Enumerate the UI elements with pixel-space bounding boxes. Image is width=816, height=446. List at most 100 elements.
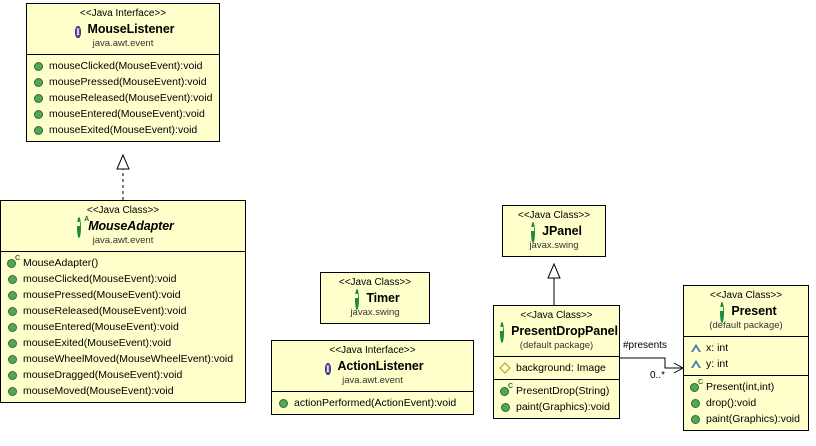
class-box-jpanel[interactable]: <<Java Class>> JPanel javax.swing xyxy=(502,205,606,257)
class-box-presentdroppanel[interactable]: <<Java Class>> PresentDropPanel (default… xyxy=(493,305,620,419)
methods-compartment: C MouseAdapter() mouseClicked(MouseEvent… xyxy=(1,252,245,402)
constructor-superscript: C xyxy=(697,378,703,386)
member-label: mouseReleased(MouseEvent):void xyxy=(49,92,213,104)
member-row[interactable]: mousePressed(MouseEvent):void xyxy=(27,74,219,90)
class-name-label: Present xyxy=(731,304,777,318)
member-label: actionPerformed(ActionEvent):void xyxy=(294,397,457,409)
public-method-icon xyxy=(6,386,19,396)
public-method-icon xyxy=(32,77,45,87)
package-label: java.awt.event xyxy=(342,375,403,386)
interface-icon: I xyxy=(75,25,81,38)
public-method-icon xyxy=(277,398,290,408)
class-header-present: <<Java Class>> Present (default package) xyxy=(684,286,808,337)
public-method-icon xyxy=(6,354,19,364)
member-row[interactable]: mouseEntered(MouseEvent):void xyxy=(27,106,219,122)
constructor-icon: C xyxy=(6,255,20,268)
member-label: PresentDrop(String) xyxy=(516,385,610,397)
member-row[interactable]: paint(Graphics):void xyxy=(494,399,619,415)
member-label: paint(Graphics):void xyxy=(516,401,610,413)
package-label: javax.swing xyxy=(529,240,579,251)
fields-compartment: background: Image xyxy=(494,357,619,379)
member-row[interactable]: C Present(int,int) xyxy=(684,379,808,395)
member-row[interactable]: mouseReleased(MouseEvent):void xyxy=(27,90,219,106)
member-row[interactable]: mouseClicked(MouseEvent):void xyxy=(27,58,219,74)
class-box-present[interactable]: <<Java Class>> Present (default package)… xyxy=(683,285,809,431)
stereotype-label: <<Java Class>> xyxy=(520,310,593,321)
public-method-icon xyxy=(6,290,19,300)
member-row[interactable]: mousePressed(MouseEvent):void xyxy=(1,287,245,303)
member-label: MouseAdapter() xyxy=(23,257,99,269)
stereotype-label: <<Java Class>> xyxy=(338,277,412,288)
member-row[interactable]: C MouseAdapter() xyxy=(1,255,245,271)
member-label: mouseExited(MouseEvent):void xyxy=(49,124,198,136)
class-header-jpanel: <<Java Class>> JPanel javax.swing xyxy=(503,206,605,256)
realization-mouseadapter-mouselistener xyxy=(116,153,130,200)
public-method-icon xyxy=(6,306,19,316)
class-icon xyxy=(526,221,539,243)
abstract-class-icon: A xyxy=(72,216,89,238)
class-box-mouselistener[interactable]: <<Java Interface>> I MouseListener java.… xyxy=(26,3,220,142)
package-label: java.awt.event xyxy=(92,235,154,246)
public-method-icon xyxy=(689,414,702,424)
class-name-label: MouseAdapter xyxy=(88,219,174,233)
member-row[interactable]: drop():void xyxy=(684,395,808,411)
member-row[interactable]: C PresentDrop(String) xyxy=(494,383,619,399)
class-box-mouseadapter[interactable]: <<Java Class>> A MouseAdapter java.awt.e… xyxy=(0,200,246,403)
member-label: mouseEntered(MouseEvent):void xyxy=(23,321,179,333)
class-name-label: Timer xyxy=(366,291,400,305)
member-row[interactable]: mouseReleased(MouseEvent):void xyxy=(1,303,245,319)
class-icon xyxy=(350,288,363,310)
public-method-icon xyxy=(6,322,19,332)
member-label: Present(int,int) xyxy=(706,381,775,393)
generalization-presentdroppanel-jpanel xyxy=(547,262,561,305)
stereotype-label: <<Java Class>> xyxy=(709,290,783,301)
member-label: paint(Graphics):void xyxy=(706,413,800,425)
class-header-actionlistener: <<Java Interface>> I ActionListener java… xyxy=(272,341,473,392)
methods-compartment: mouseClicked(MouseEvent):void mousePress… xyxy=(27,55,219,141)
class-box-timer[interactable]: <<Java Class>> Timer javax.swing xyxy=(320,272,430,324)
package-label: java.awt.event xyxy=(92,38,154,49)
member-row[interactable]: background: Image xyxy=(494,360,619,376)
public-method-icon xyxy=(499,402,512,412)
member-row[interactable]: actionPerformed(ActionEvent):void xyxy=(272,395,473,411)
protected-field-icon xyxy=(499,362,512,374)
member-row[interactable]: mouseDragged(MouseEvent):void xyxy=(1,367,245,383)
methods-compartment: C PresentDrop(String) paint(Graphics):vo… xyxy=(494,379,619,418)
methods-compartment: C Present(int,int) drop():void paint(Gra… xyxy=(684,375,808,430)
member-label: mouseReleased(MouseEvent):void xyxy=(23,305,187,317)
member-row[interactable]: mouseMoved(MouseEvent):void xyxy=(1,383,245,399)
member-label: mousePressed(MouseEvent):void xyxy=(23,289,181,301)
member-row[interactable]: mouseWheelMoved(MouseWheelEvent):void xyxy=(1,351,245,367)
class-header-presentdroppanel: <<Java Class>> PresentDropPanel (default… xyxy=(494,306,619,357)
public-method-icon xyxy=(6,274,19,284)
class-name-label: MouseListener xyxy=(87,22,175,36)
member-row[interactable]: x: int xyxy=(684,340,808,356)
member-row[interactable]: mouseExited(MouseEvent):void xyxy=(27,122,219,138)
public-method-icon xyxy=(32,109,45,119)
class-icon xyxy=(495,321,508,343)
default-field-icon xyxy=(689,360,702,368)
interface-icon: I xyxy=(325,362,331,375)
member-label: mouseEntered(MouseEvent):void xyxy=(49,108,205,120)
class-header-timer: <<Java Class>> Timer javax.swing xyxy=(321,273,429,323)
member-row[interactable]: mouseClicked(MouseEvent):void xyxy=(1,271,245,287)
class-name-label: JPanel xyxy=(542,224,582,238)
public-method-icon xyxy=(6,370,19,380)
constructor-icon: C xyxy=(499,383,513,396)
stereotype-label: <<Java Class>> xyxy=(517,210,591,221)
member-row[interactable]: paint(Graphics):void xyxy=(684,411,808,427)
class-box-actionlistener[interactable]: <<Java Interface>> I ActionListener java… xyxy=(271,340,474,415)
member-row[interactable]: mouseEntered(MouseEvent):void xyxy=(1,319,245,335)
member-label: mouseDragged(MouseEvent):void xyxy=(23,369,183,381)
stereotype-label: <<Java Interface>> xyxy=(329,345,416,356)
constructor-superscript: C xyxy=(14,254,20,262)
constructor-superscript: C xyxy=(507,382,513,390)
abstract-superscript: A xyxy=(84,215,90,223)
member-label: mousePressed(MouseEvent):void xyxy=(49,76,207,88)
member-row[interactable]: y: int xyxy=(684,356,808,372)
member-row[interactable]: mouseExited(MouseEvent):void xyxy=(1,335,245,351)
package-label: javax.swing xyxy=(350,307,400,318)
public-method-icon xyxy=(689,398,702,408)
class-name-label: ActionListener xyxy=(337,359,424,373)
